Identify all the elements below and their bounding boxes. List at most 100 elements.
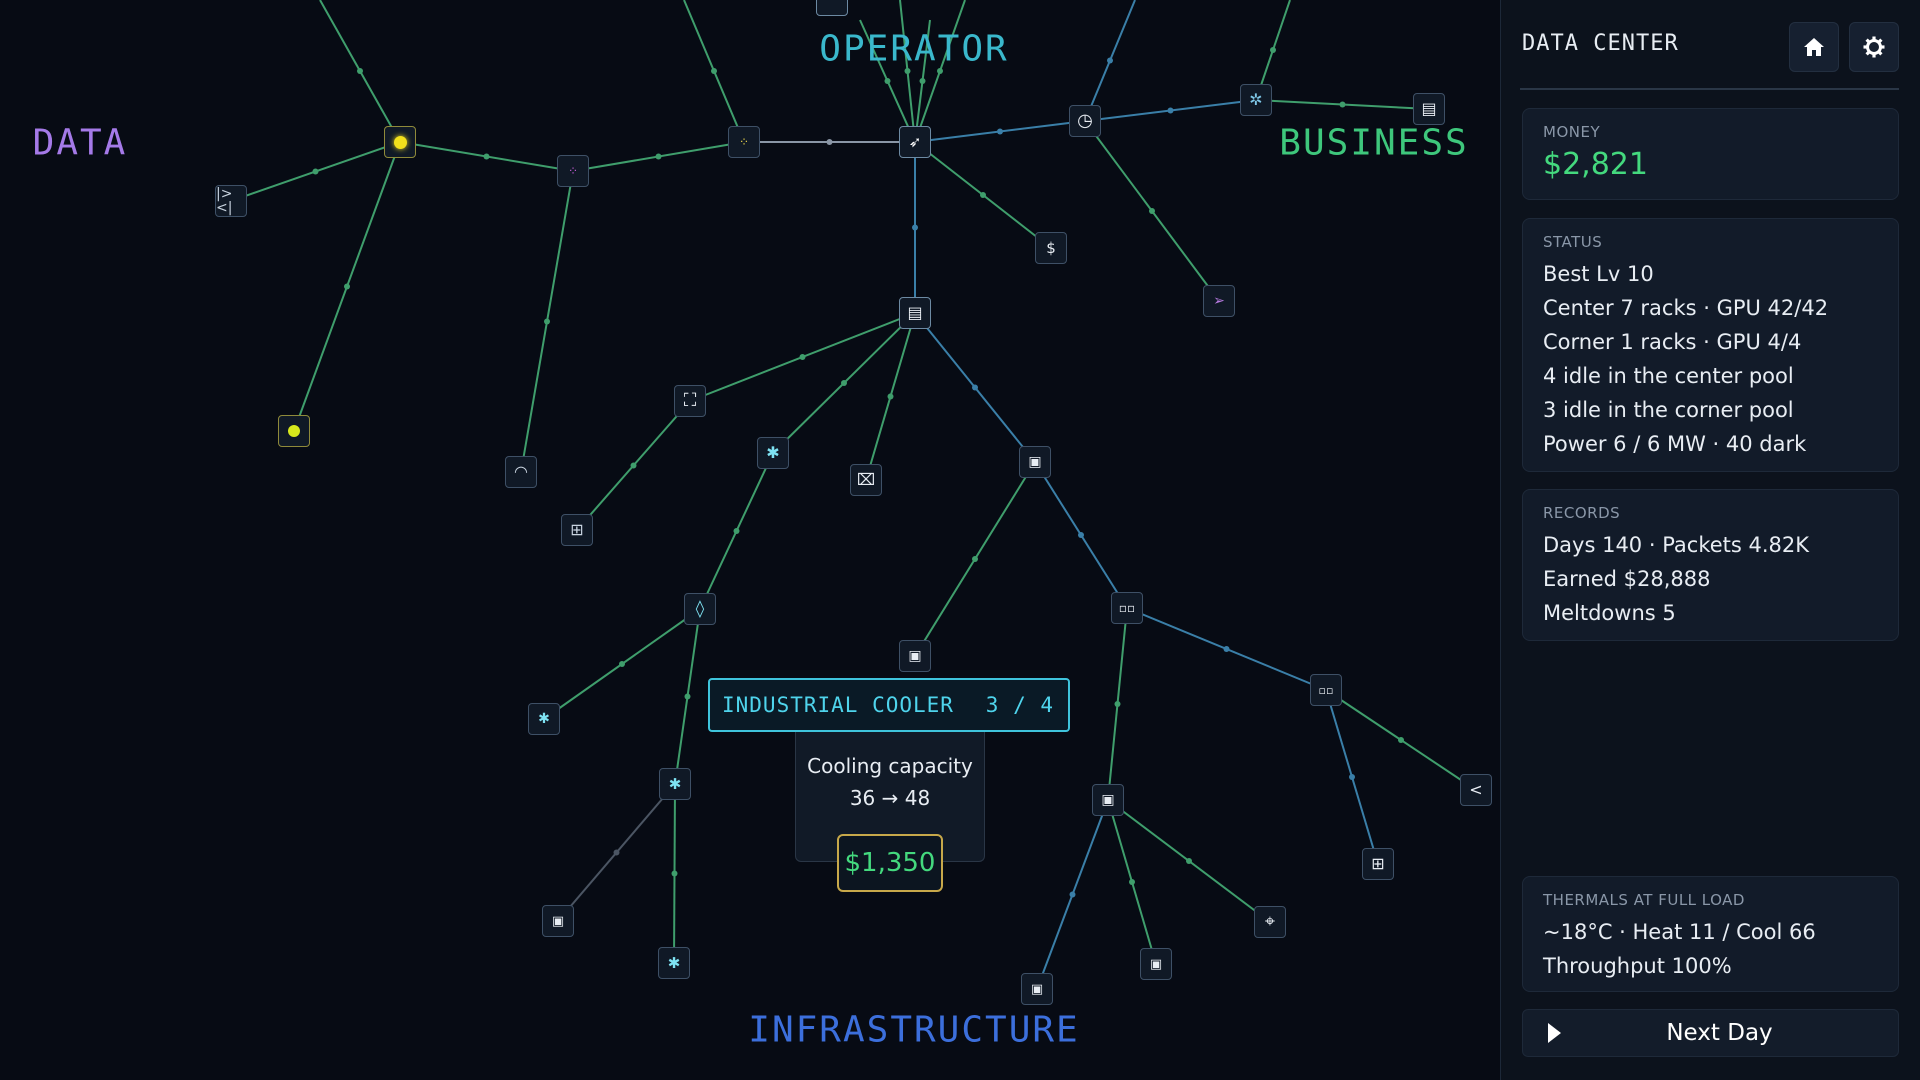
node-server-hub[interactable]: ▤ [899,297,931,329]
node-plug[interactable]: ⌧ [850,464,882,496]
link-midpoint-dot [344,283,350,290]
next-day-label: Next Day [1666,1020,1773,1046]
link-midpoint-dot [799,354,806,360]
status-line: Power 6 / 6 MW · 40 dark [1543,432,1807,456]
snowflake-icon: ✱ [538,711,550,727]
node-gauge[interactable]: ◠ [505,456,537,488]
link-midpoint-dot [711,68,717,74]
node-chip[interactable]: ▣ [1019,446,1051,478]
link-midpoint-dot [1167,107,1174,114]
node-chip-plus[interactable]: ▣ [1092,784,1124,816]
node-frame-grid[interactable]: ⊞ [561,514,593,546]
node-sparkle[interactable]: ⁘ [728,126,760,158]
link-midpoint-dot [1069,891,1076,898]
link-midpoint-dot [1114,701,1121,707]
clock-icon: ◷ [1077,110,1093,131]
water-drop-icon: ◊ [695,598,705,619]
sparkle-icon: ⁘ [738,135,750,149]
link-midpoint-dot [684,693,691,700]
link-midpoint-dot [997,128,1003,135]
link-midpoint-dot [980,192,986,198]
sidebar: DATA CENTER MONEY $2,821 STATUS Best Lv … [1500,0,1920,1080]
branch-label-operator: OPERATOR [819,28,1009,70]
link-midpoint-dot [357,68,363,74]
link-midpoint-dot [884,78,891,84]
node-frame[interactable]: ⛶ [674,385,706,417]
node-target[interactable]: ⌖ [1254,906,1286,938]
plane-icon: ➢ [1213,293,1225,309]
link-midpoint-dot [1129,879,1135,885]
sidebar-title: DATA CENTER [1522,31,1679,56]
node-chip-arrow[interactable]: ▣ [1140,948,1172,980]
node-dollar[interactable]: $ [1035,232,1067,264]
share-icon: < [1469,780,1483,799]
node-snowflake-bottom[interactable]: ✱ [658,947,690,979]
records-label: RECORDS [1543,504,1621,522]
link-midpoint-dot [655,153,662,160]
thermals-label: THERMALS AT FULL LOAD [1543,891,1745,909]
target-icon: ⌖ [1264,911,1276,932]
tooltip-value-change: 36 → 48 [849,786,931,810]
sidebar-divider [1520,88,1899,90]
tooltip-level: 3 / 4 [985,693,1054,717]
network-icon: ✲ [1249,90,1263,109]
skill-tree-canvas[interactable]: DATA OPERATOR BUSINESS INFRASTRUCTURE |>… [0,0,1500,1080]
plug-icon: ⌧ [856,470,876,489]
node-chip-small[interactable]: ▣ [542,905,574,937]
orb-icon [288,425,300,437]
chip-bolt-icon: ▣ [908,648,922,664]
node-top-partial[interactable] [816,0,848,16]
next-day-button[interactable]: Next Day [1522,1009,1899,1057]
node-chip-export[interactable]: ▣ [1021,973,1053,1005]
node-water-drop[interactable]: ◊ [684,593,716,625]
node-cursor-root[interactable]: ➶ [899,126,931,158]
tooltip-header: INDUSTRIAL COOLER 3 / 4 [708,678,1070,732]
link-midpoint-dot [1186,858,1192,864]
link-midpoint-dot [919,78,926,84]
link-midpoint-dot [1398,737,1404,743]
node-dual-chip[interactable]: ▫▫ [1111,592,1143,624]
frame-icon: ⛶ [683,390,697,411]
node-compress[interactable]: |><| [215,185,247,217]
link-midpoint-dot [1107,57,1113,64]
cursor-icon: ➶ [908,132,922,151]
link-midpoint-dot [1339,101,1346,108]
node-snowflake[interactable]: ✱ [757,437,789,469]
node-particles[interactable]: ⁘ [557,155,589,187]
link-midpoint-dot [630,462,637,469]
upgrade-cost-button[interactable]: $1,350 [837,834,943,892]
node-network-sparkle[interactable]: ✲ [1240,84,1272,116]
node-chip-bolt[interactable]: ▣ [899,640,931,672]
play-icon [1548,1023,1561,1043]
home-button[interactable] [1789,22,1839,72]
link-midpoint-dot [671,870,678,877]
node-grid[interactable]: ⊞ [1362,848,1394,880]
branch-label-business: BUSINESS [1279,122,1469,164]
node-chip-cluster[interactable]: ▫▫ [1310,674,1342,706]
compress-icon: |><| [216,186,233,216]
branch-label-data: DATA [32,122,128,164]
link-midpoint-dot [1349,774,1355,780]
node-clock[interactable]: ◷ [1069,105,1101,137]
chip-icon: ▣ [1028,454,1042,470]
status-line: 3 idle in the corner pool [1543,398,1794,422]
snowflake-icon: ✱ [667,953,681,972]
grid-icon: ⊞ [1371,854,1385,873]
status-line: Best Lv 10 [1543,262,1654,286]
node-share[interactable]: < [1460,774,1492,806]
node-plane[interactable]: ➢ [1203,285,1235,317]
node-snowflake-small[interactable]: ✱ [528,703,560,735]
settings-button[interactable] [1849,22,1899,72]
link-midpoint-dot [619,661,625,667]
document-icon: ▤ [1421,99,1437,118]
snowflake-icon: ✱ [766,443,780,462]
node-industrial-cooler[interactable]: ✱ [659,768,691,800]
node-document-business[interactable]: ▤ [1413,93,1445,125]
node-energy-orb[interactable] [278,415,310,447]
node-sun[interactable] [384,126,416,158]
status-line: Corner 1 racks · GPU 4/4 [1543,330,1802,354]
sun-icon [393,135,407,149]
link-midpoint-dot [1078,532,1084,538]
link-midpoint-dot [887,393,894,400]
chip-export-icon: ▣ [1030,981,1044,997]
